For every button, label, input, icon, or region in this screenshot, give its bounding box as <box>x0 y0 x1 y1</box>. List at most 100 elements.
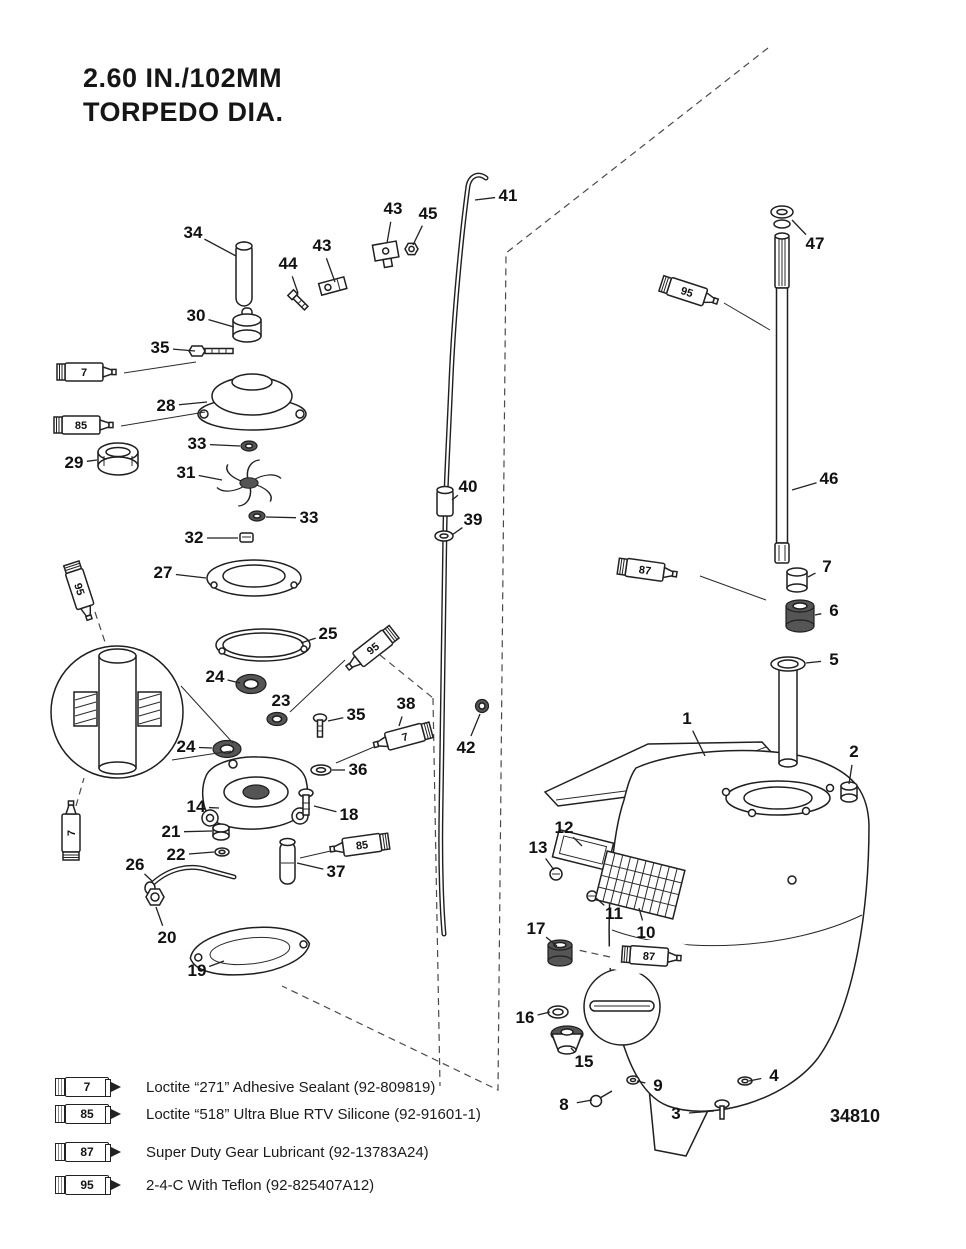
part-impeller-31 <box>216 459 282 507</box>
sealant-tube-icon: 7 <box>55 1077 133 1097</box>
title-line-2: TORPEDO DIA. <box>83 96 284 127</box>
leader-line-29 <box>86 459 98 462</box>
sealant-tube-7: 7 <box>372 721 435 751</box>
part-clamp-43a <box>371 240 400 269</box>
svg-text:7: 7 <box>401 731 410 744</box>
sealant-tube-87: 87 <box>620 945 682 967</box>
sealant-tube-7: 7 <box>56 362 117 382</box>
tube-nozzle-icon <box>105 1079 121 1097</box>
leader-line-33 <box>265 516 297 519</box>
tube-code: 87 <box>80 1145 94 1159</box>
leader-line-4 <box>748 1077 762 1082</box>
part-grid-plate <box>594 850 686 920</box>
tube-nozzle-icon <box>105 1106 121 1124</box>
leader-line-42 <box>470 713 481 737</box>
tube-crimp <box>55 1078 65 1096</box>
legend-text: Super Duty Gear Lubricant (92-13783A24) <box>146 1143 429 1161</box>
legend-item: 95 2-4-C With Teflon (92-825407A12) <box>55 1174 374 1196</box>
part-washer-36 <box>310 764 332 776</box>
part-key-32 <box>239 532 254 543</box>
legend-text: Loctite “518” Ultra Blue RTV Silicone (9… <box>146 1105 481 1123</box>
leader-line-24 <box>198 746 213 749</box>
leader-line-20 <box>155 906 164 926</box>
tube-nozzle-icon <box>105 1144 121 1162</box>
sealant-tube-85: 85 <box>329 832 391 857</box>
part-pinion-gear <box>550 1025 584 1055</box>
leader-line-37 <box>296 862 324 870</box>
tube-code: 95 <box>80 1178 94 1192</box>
leader-line-12 <box>572 836 583 847</box>
leader-line-30 <box>208 318 235 328</box>
part-bolt-35b <box>312 713 328 738</box>
part-washer-4 <box>737 1076 753 1086</box>
part-cup-29 <box>97 442 139 476</box>
drawing-number: 34810 <box>830 1106 881 1126</box>
dash-87 <box>577 949 611 958</box>
part-washer-39 <box>434 530 454 542</box>
leader-line-21 <box>183 830 213 833</box>
part-screw-8 <box>589 1090 613 1108</box>
leader-line-6 <box>814 613 822 616</box>
part-pump-housing-28 <box>197 373 307 431</box>
sealant-tube-icon: 87 <box>55 1142 133 1162</box>
part-plate-27 <box>206 559 302 597</box>
leader-line-43 <box>325 258 336 283</box>
leader-line-19 <box>208 960 225 968</box>
leader-line-10 <box>638 907 644 921</box>
part-fitting-30 <box>232 307 262 343</box>
leader-line-31 <box>198 474 223 481</box>
leader-line-44 <box>291 276 299 294</box>
leader-line-43 <box>386 221 392 244</box>
leader-line-38 <box>398 716 403 727</box>
tube-crimp <box>55 1176 65 1194</box>
legend-item: 87 Super Duty Gear Lubricant (92-13783A2… <box>55 1141 429 1163</box>
leader-line-41 <box>474 196 496 201</box>
svg-text:7: 7 <box>66 830 78 836</box>
leader-line-7 <box>807 572 816 578</box>
part-screw-3 <box>714 1099 730 1120</box>
part-sleeve-37 <box>279 837 296 885</box>
leader-line-3 <box>688 1110 715 1114</box>
leader-line-34 <box>204 238 237 257</box>
leader-line-24 <box>227 679 241 684</box>
leader-line-15 <box>570 1047 576 1053</box>
legend-item: 85 Loctite “518” Ultra Blue RTV Silicone… <box>55 1103 481 1125</box>
leader-line-26 <box>144 873 153 882</box>
sealant-tube-95: 95 <box>344 624 401 672</box>
legend-item: 7 Loctite “271” Adhesive Sealant (92-809… <box>55 1076 435 1098</box>
leader-line-39 <box>451 527 463 536</box>
leader-line-46 <box>791 482 817 491</box>
svg-text:95: 95 <box>365 641 382 658</box>
sealant-tube-icon: 95 <box>55 1175 133 1195</box>
part-pump-base-14 <box>201 756 309 830</box>
part-bushing-21 <box>212 823 230 841</box>
application-lines <box>120 302 771 859</box>
leader-line-13 <box>545 858 555 871</box>
leader-line-45 <box>412 225 423 246</box>
svg-text:95: 95 <box>679 285 694 300</box>
leader-line-22 <box>188 851 215 855</box>
part-collar-40 <box>436 485 454 517</box>
sealant-tube-87: 87 <box>616 557 678 582</box>
svg-text:87: 87 <box>642 951 655 964</box>
leader-line-35 <box>327 717 344 722</box>
svg-text:95: 95 <box>71 582 86 597</box>
svg-text:85: 85 <box>75 420 87 432</box>
part-seal-24a <box>235 673 267 695</box>
leader-line-18 <box>313 805 337 813</box>
construction-lines <box>75 47 769 1091</box>
bearing-detail-magnifier <box>50 645 234 779</box>
leader-line-11 <box>595 897 605 906</box>
svg-text:87: 87 <box>638 564 652 578</box>
part-bushing <box>785 599 815 633</box>
leader-line-35 <box>172 348 196 352</box>
part-bolt-44 <box>286 288 310 312</box>
part-washer-16 <box>547 1005 569 1019</box>
part-bolt-18 <box>298 788 314 816</box>
part-seal-33a <box>240 440 258 452</box>
leader-line-28 <box>178 401 208 406</box>
leader-line-33 <box>209 443 241 447</box>
leader-line-40 <box>451 494 459 501</box>
part-dowel-34 <box>235 241 253 307</box>
